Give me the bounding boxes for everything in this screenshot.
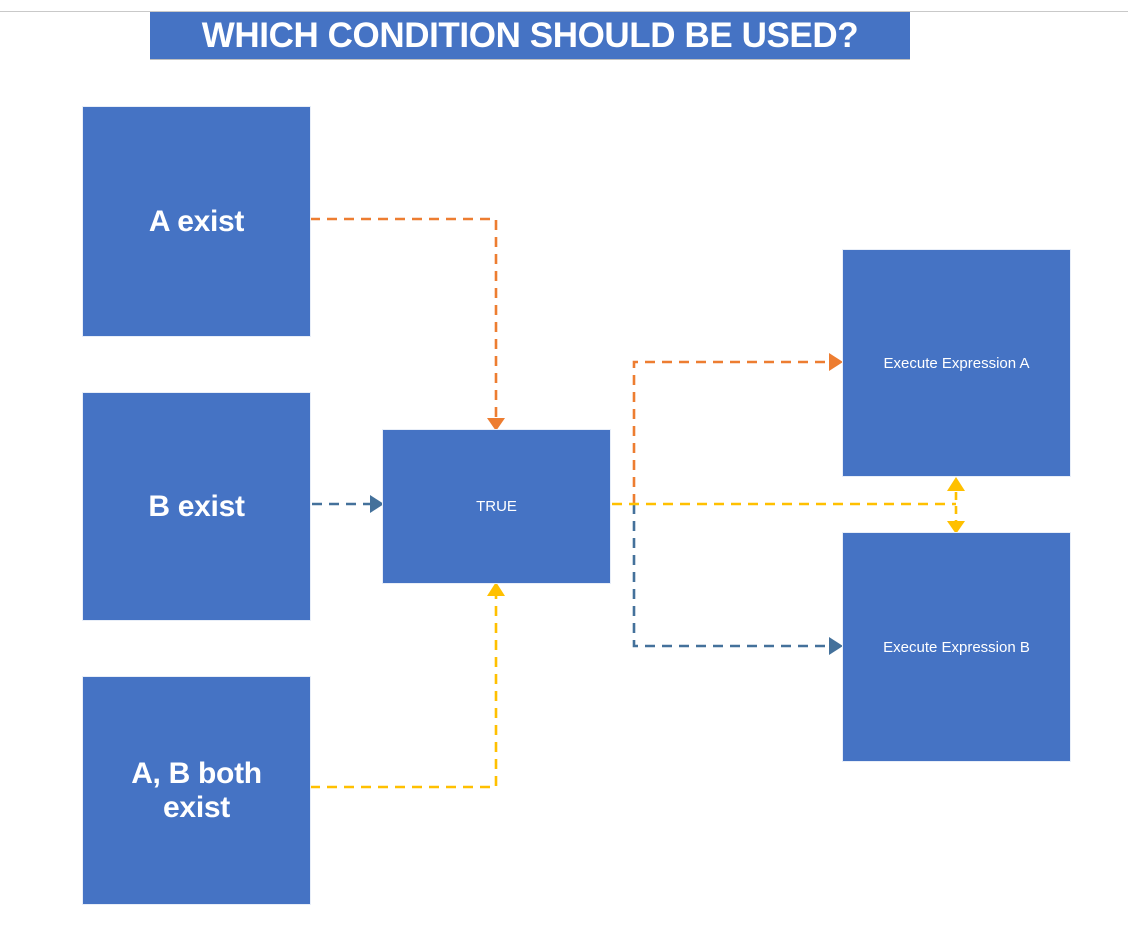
node-ab-both-exist-label: A, B both exist bbox=[121, 757, 272, 824]
node-ab-both-exist-label-line1: A, B both bbox=[131, 756, 262, 790]
node-execute-expression-b[interactable]: Execute Expression B bbox=[843, 533, 1070, 761]
edge-true-to-execute-b bbox=[632, 504, 843, 655]
title-banner: WHICH CONDITION SHOULD BE USED? bbox=[150, 12, 910, 59]
node-b-exist-label: B exist bbox=[148, 489, 245, 523]
node-ab-both-exist[interactable]: A, B both exist bbox=[83, 677, 310, 904]
node-execute-expression-a[interactable]: Execute Expression A bbox=[843, 250, 1070, 476]
edge-b-exist-to-true bbox=[312, 495, 384, 513]
node-a-exist[interactable]: A exist bbox=[83, 107, 310, 336]
node-a-exist-label: A exist bbox=[148, 204, 245, 238]
edge-true-to-both-executes bbox=[612, 477, 965, 534]
node-execute-expression-a-label: Execute Expression A bbox=[883, 354, 1030, 372]
top-divider bbox=[0, 11, 1128, 12]
node-b-exist[interactable]: B exist bbox=[83, 393, 310, 620]
page-title: WHICH CONDITION SHOULD BE USED? bbox=[201, 15, 859, 55]
node-condition-true[interactable]: TRUE bbox=[383, 430, 610, 583]
edge-true-to-execute-a bbox=[632, 353, 843, 504]
node-condition-true-label: TRUE bbox=[476, 498, 517, 515]
node-ab-both-exist-label-line2: exist bbox=[163, 790, 230, 824]
edge-a-exist-to-true bbox=[310, 217, 505, 431]
node-execute-expression-b-label: Execute Expression B bbox=[883, 638, 1030, 656]
edge-ab-both-exist-to-true bbox=[310, 582, 505, 789]
